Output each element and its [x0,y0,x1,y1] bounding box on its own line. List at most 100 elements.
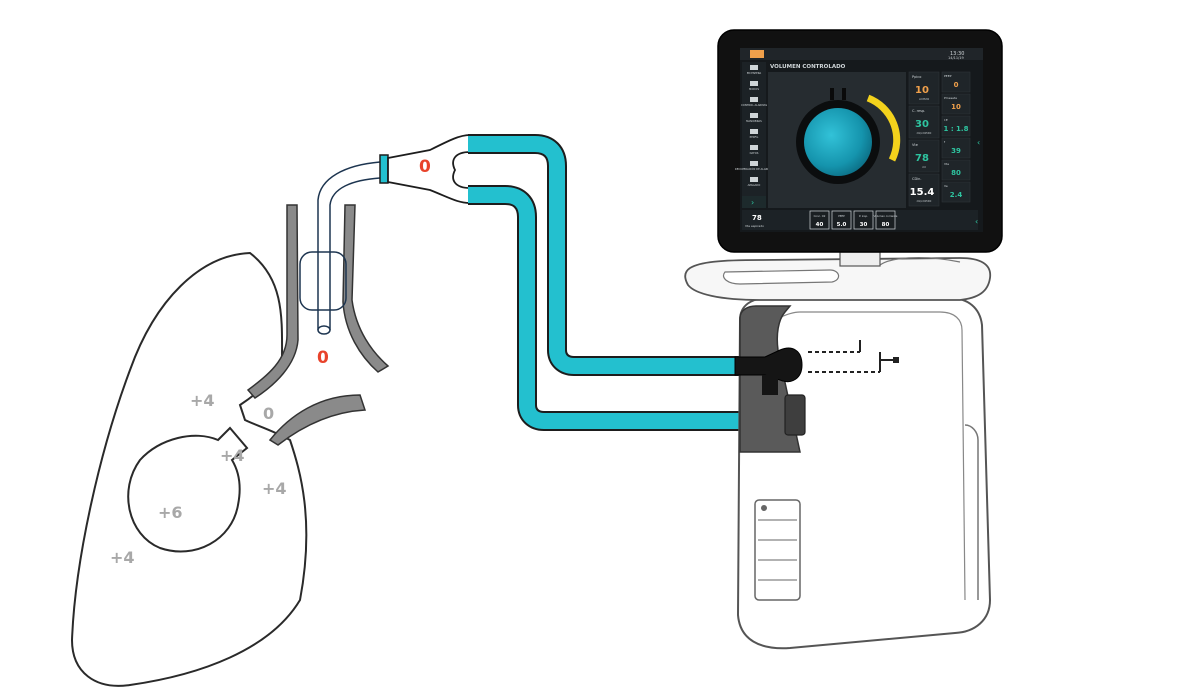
param-label: CDin. [912,177,921,181]
lung [70,251,367,687]
side-param-label: PEEP [944,74,952,78]
control-label: P. insp. [859,214,868,218]
side-param-value: 39 [951,147,961,155]
param-unit: ml/cmH2O [917,131,933,135]
menu-item-label: MODOS [749,87,759,91]
bronchus-wall [268,394,367,446]
right-arrow[interactable]: ‹ [975,217,978,226]
side-param-label: I:E [944,118,948,122]
pressure-bronchus: 0 [263,404,274,423]
side-param-label: Pmeseta [944,96,957,100]
svg-text:›: › [751,198,754,207]
menu-item[interactable]: MANIOBRAS [746,113,762,123]
pressure-alveolus: +6 [158,503,183,522]
menu-item-label: MANIOBRAS [746,119,762,123]
y-piece [387,134,471,204]
control-knob[interactable]: Conc. O2 40 [809,210,830,230]
param-unit: ml [922,165,926,169]
expiratory-port [762,375,778,395]
expand-button[interactable] [742,196,766,208]
menu-item[interactable]: DATOS [750,145,759,155]
menu-item[interactable]: RECUPERACIÓN DE ALARMAS [735,161,773,171]
control-value: 80 [882,222,890,228]
alveolus [127,426,249,553]
pressure-bronchiole: +4 [220,446,245,465]
param-unit: cmH2O [919,97,930,101]
pressure-lung-upper: +4 [190,391,215,410]
bottom-left-label: Vte espirado [745,224,764,228]
param-label: Vte [912,143,918,147]
pressure-lung-mid: +4 [262,479,287,498]
endotracheal-tube [317,161,381,330]
side-param-value: 0 [954,81,959,89]
trachea-left-wall [246,204,299,399]
control-value: 30 [860,222,868,228]
control-value: 40 [816,222,824,228]
param-card[interactable]: CDin.15.4ml/cmH2O [908,173,940,207]
menu-item-icon [750,81,758,86]
trachea-right-wall [342,204,390,373]
menu-item-icon [750,161,758,166]
menu-item-label: CONTROL ALARMAS [741,103,767,107]
vent-grille [754,499,801,601]
menu-item-icon [750,113,758,118]
status-time: 13:30 [950,51,964,57]
lung-balloon [804,108,872,176]
side-param-value: 2.4 [950,191,963,199]
inspiratory-limb [468,134,740,376]
param-value: 30 [915,119,929,130]
menu-item-icon [750,145,758,150]
side-param[interactable]: Ve2.4 [941,181,971,203]
ventilator-monitor: 13:30 14/11/19 EN ESPERA MODOS CONTROL ALA… [717,29,1003,253]
param-label: Ppico [912,75,921,79]
side-param-label: Ve [944,184,948,188]
airway [246,134,471,399]
menu-item[interactable]: CONTROL ALARMAS [741,97,767,107]
side-param[interactable]: I:E1 : 1.8 [941,115,971,137]
ventilator-unit [684,251,992,650]
pressure-lung-lower: +4 [110,548,135,567]
tube-tip [317,325,331,335]
side-arrow[interactable]: ‹ [977,138,980,147]
pressure-airway-opening: 0 [419,157,431,177]
mode-title: VOLUMEN CONTROLADO [770,64,846,70]
menu-item-label: EN ESPERA [747,71,762,75]
control-label: Volumen corriente [874,214,898,218]
side-param-value: 10 [951,103,961,111]
alarm-icon[interactable] [750,50,764,58]
param-value: 15.4 [910,187,935,198]
status-date: 14/11/19 [948,56,964,60]
side-param-label: f [944,140,946,144]
side-param[interactable]: f 39 [941,137,971,159]
menu-item[interactable]: APAGADO [748,177,761,187]
control-knob[interactable]: Volumen corriente 80 [874,210,898,230]
menu-item-label: PERFIL [750,135,759,139]
menu-item-label: DATOS [750,151,759,155]
side-param-label: Vte [944,162,949,166]
param-value: 10 [915,85,929,96]
pressure-labels: 0 0 0 +4 +4 +4 +6 +4 [110,157,431,567]
tube-connector [379,154,389,184]
param-value: 78 [915,153,929,164]
menu-item[interactable]: PERFIL [750,129,759,139]
inspiratory-port [734,347,803,383]
control-knob[interactable]: P. insp. 30 [853,210,874,230]
side-param[interactable]: Pmeseta 10 [941,93,971,115]
menu-item-icon [750,65,758,70]
menu-item-icon [750,97,758,102]
menu-item-icon [750,177,758,182]
menu-item-label: RECUPERACIÓN DE ALARMAS [735,166,773,171]
pressure-trachea: 0 [317,348,329,368]
control-label: Conc. O2 [814,214,826,218]
menu-item[interactable]: MODOS [749,81,759,91]
tube-cuff [299,251,347,311]
side-param-value: 80 [951,169,961,177]
menu-item[interactable]: EN ESPERA [747,65,762,75]
